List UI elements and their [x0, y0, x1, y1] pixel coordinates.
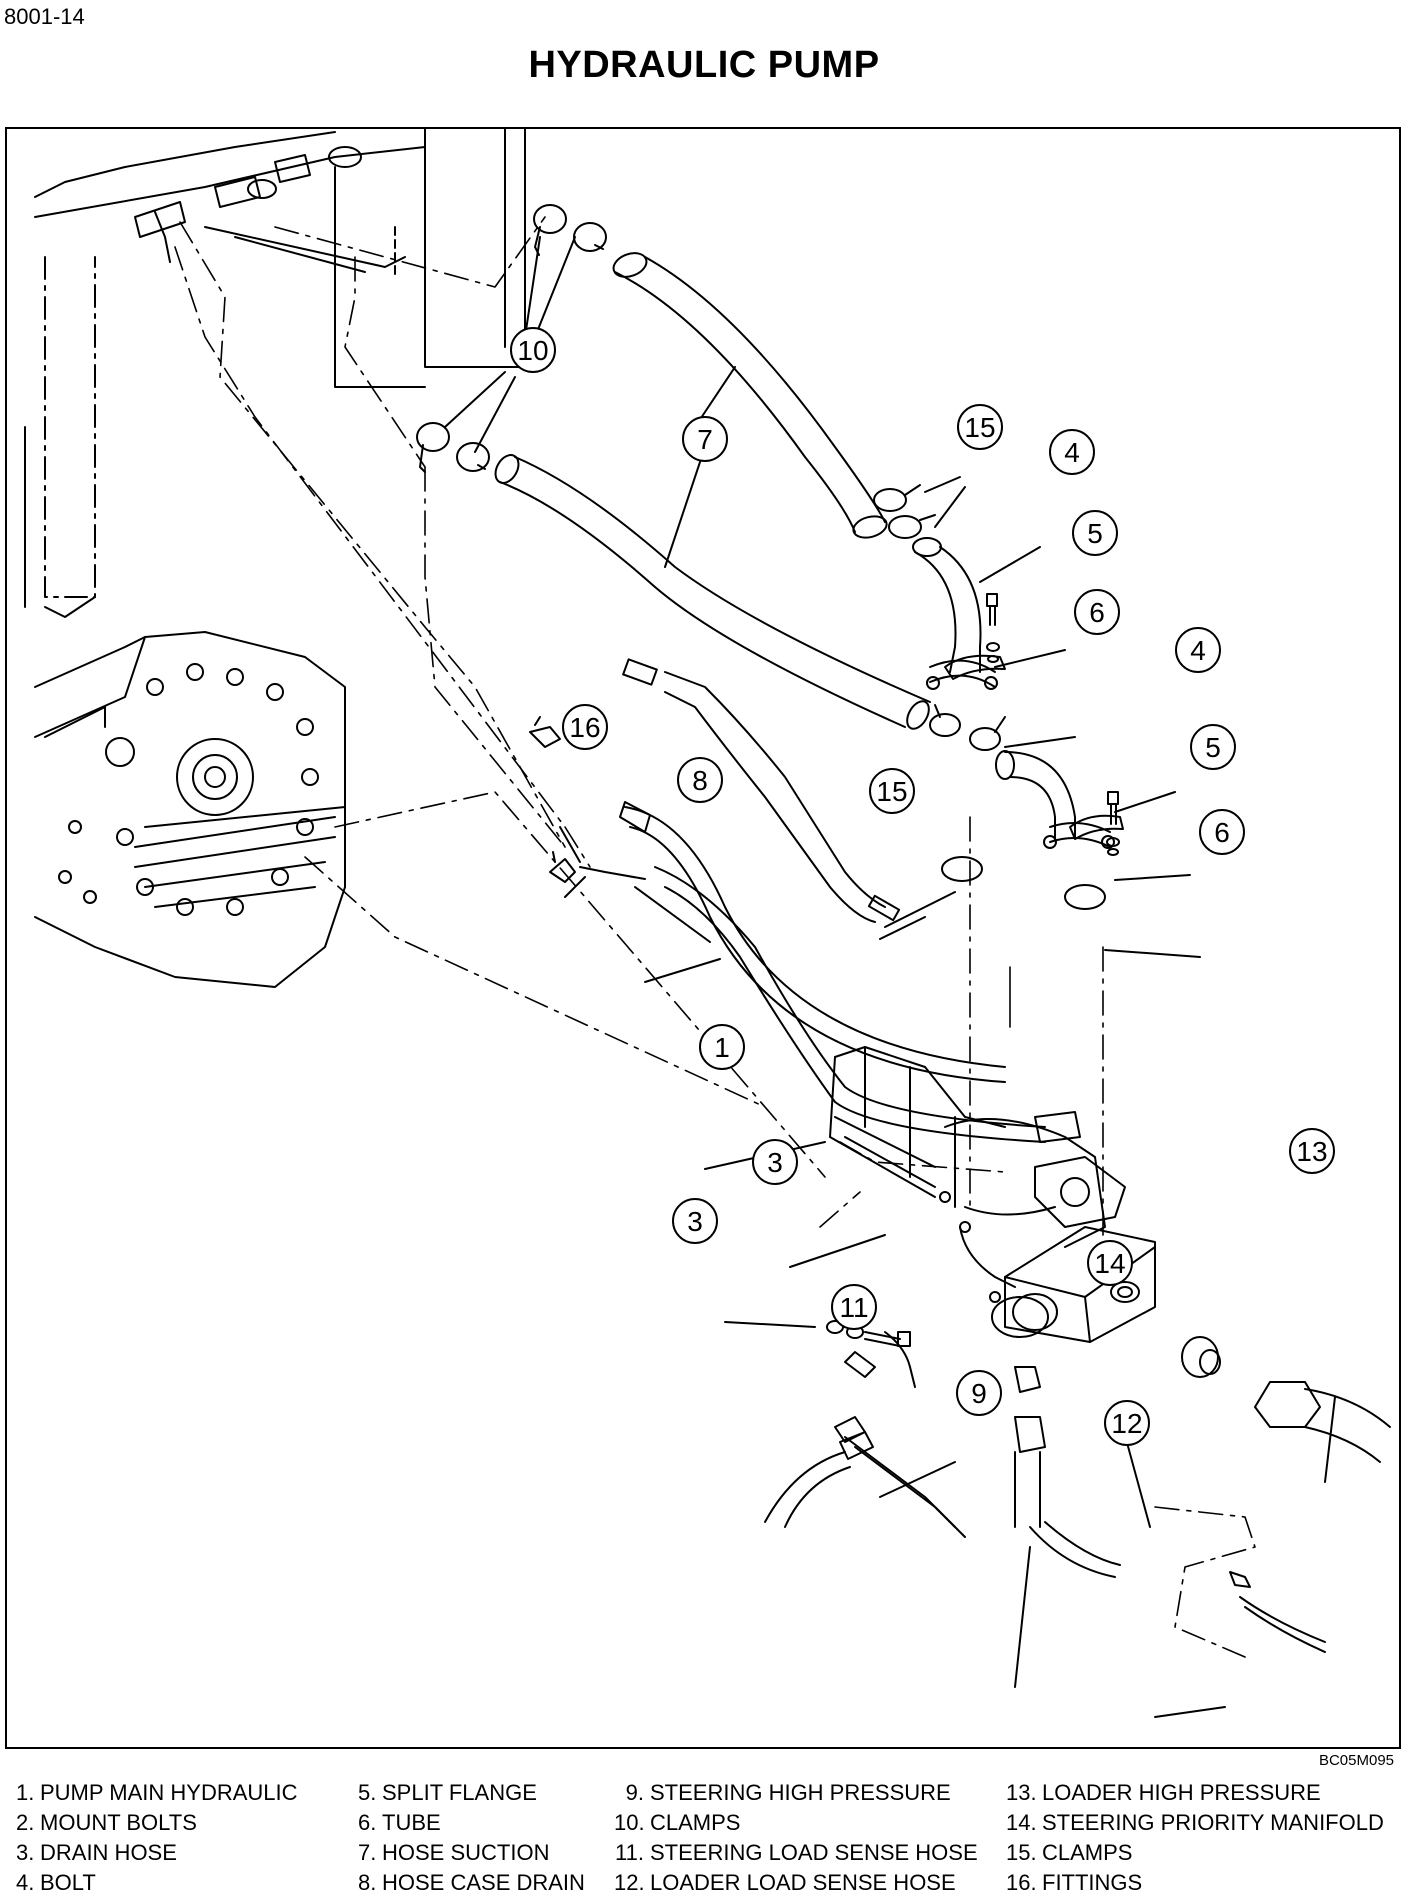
- svg-text:14: 14: [1094, 1248, 1125, 1279]
- callout-14: 14: [1087, 1240, 1133, 1286]
- legend-item: 16.FITTINGS: [1006, 1870, 1143, 1895]
- callout-2: 3: [752, 1139, 798, 1185]
- case-drain-hoses: [579, 658, 1081, 1143]
- svg-text:3: 3: [767, 1147, 783, 1178]
- legend-item: 8.HOSE CASE DRAIN: [358, 1870, 585, 1895]
- tube-6-lower: [941, 750, 1115, 910]
- parts-legend: 1.PUMP MAIN HYDRAULIC 2.MOUNT BOLTS 3.DR…: [16, 1778, 1396, 1895]
- callout-15b: 15: [869, 768, 915, 814]
- tube-6-upper: [912, 537, 998, 690]
- legend-column-3: 9.STEERING HIGH PRESSURE 10.CLAMPS 11.ST…: [614, 1778, 978, 1898]
- legend-item: 14.STEERING PRIORITY MANIFOLD: [1006, 1810, 1384, 1835]
- legend-item: 6.TUBE: [358, 1810, 441, 1835]
- callout-16: 16: [562, 704, 608, 750]
- leader-lines: [444, 236, 1336, 1718]
- bolts-4: [986, 593, 1120, 856]
- callout-8: 8: [677, 757, 723, 803]
- pump-body: [829, 1046, 1126, 1303]
- legend-item: 1.PUMP MAIN HYDRAULIC: [16, 1780, 298, 1805]
- legend-item: 5.SPLIT FLANGE: [358, 1780, 537, 1805]
- callout-5a: 5: [1072, 510, 1118, 556]
- svg-text:4: 4: [1064, 437, 1080, 468]
- page-id: 8001-14: [4, 4, 85, 29]
- callout-1: 1: [699, 1024, 745, 1070]
- legend-item: 4.BOLT: [16, 1870, 96, 1895]
- legend-column-1: 1.PUMP MAIN HYDRAULIC 2.MOUNT BOLTS 3.DR…: [16, 1778, 298, 1898]
- legend-item: 15.CLAMPS: [1006, 1840, 1133, 1865]
- steering-load-sense-hose: [834, 1331, 966, 1538]
- callout-13: 13: [1289, 1128, 1335, 1174]
- legend-item: 10.CLAMPS: [614, 1810, 741, 1835]
- diagram-frame: [5, 127, 1401, 1749]
- legend-item: 2.MOUNT BOLTS: [16, 1810, 197, 1835]
- callout-15a: 15: [957, 404, 1003, 450]
- clamps-10: [416, 204, 607, 473]
- callout-4a: 4: [1049, 429, 1095, 475]
- legend-item: 13.LOADER HIGH PRESSURE: [1006, 1780, 1321, 1805]
- priority-manifold: [991, 1226, 1156, 1343]
- callout-5b: 5: [1190, 724, 1236, 770]
- suction-hose-lower: [494, 454, 931, 730]
- svg-text:6: 6: [1089, 597, 1105, 628]
- callout-4b: 4: [1175, 627, 1221, 673]
- legend-column-4: 13.LOADER HIGH PRESSURE 14.STEERING PRIO…: [1006, 1778, 1384, 1898]
- legend-item: 3.DRAIN HOSE: [16, 1840, 177, 1865]
- fittings-16: [529, 716, 576, 883]
- legend-item: 12.LOADER LOAD SENSE HOSE: [614, 1870, 956, 1895]
- svg-text:3: 3: [687, 1206, 703, 1237]
- svg-text:4: 4: [1190, 635, 1206, 666]
- hydraulic-pump-diagram: 10 7 15 4 5 6 4 5 6 16 8 15 1 3 3 13 14 …: [24, 127, 1391, 1718]
- callout-9: 9: [956, 1370, 1002, 1416]
- legend-item: 7.HOSE SUCTION: [358, 1840, 550, 1865]
- callout-6b: 6: [1199, 809, 1245, 855]
- svg-text:12: 12: [1111, 1408, 1142, 1439]
- drain-hose: [764, 1431, 874, 1528]
- svg-text:11: 11: [839, 1292, 868, 1323]
- transmission-housing: [34, 631, 346, 988]
- svg-text:16: 16: [569, 712, 600, 743]
- chassis-frame: [24, 127, 526, 618]
- legend-item: 9.STEERING HIGH PRESSURE: [625, 1780, 951, 1805]
- svg-text:7: 7: [697, 424, 713, 455]
- callout-12: 12: [1104, 1400, 1150, 1446]
- svg-text:13: 13: [1296, 1136, 1327, 1167]
- split-flanges-5: [944, 654, 1124, 840]
- svg-text:1: 1: [714, 1032, 730, 1063]
- callout-10: 10: [510, 327, 556, 373]
- svg-text:6: 6: [1214, 817, 1230, 848]
- svg-text:5: 5: [1087, 518, 1103, 549]
- callouts: 10 7 15 4 5 6 4 5 6 16 8 15 1 3 3 13 14 …: [510, 327, 1335, 1446]
- suction-hose-upper: [612, 252, 888, 539]
- svg-text:15: 15: [876, 776, 907, 807]
- svg-text:9: 9: [971, 1378, 987, 1409]
- legend-item: 11.STEERING LOAD SENSE HOSE: [615, 1840, 978, 1865]
- callout-3: 3: [672, 1198, 718, 1244]
- page-title: HYDRAULIC PUMP: [528, 44, 880, 86]
- callout-11: 11: [831, 1284, 877, 1330]
- steering-high-pressure: [1014, 1366, 1121, 1578]
- figure-id: BC05M095: [1318, 1752, 1394, 1769]
- svg-text:10: 10: [517, 335, 548, 366]
- svg-text:8: 8: [692, 765, 708, 796]
- loader-load-sense-hose: [1229, 1571, 1326, 1653]
- loader-high-pressure: [1181, 1336, 1391, 1463]
- clamps-15: [873, 484, 1006, 751]
- legend-column-2: 5.SPLIT FLANGE 6.TUBE 7.HOSE SUCTION 8.H…: [358, 1778, 585, 1898]
- svg-text:5: 5: [1205, 732, 1221, 763]
- callout-7: 7: [682, 416, 728, 462]
- svg-text:15: 15: [964, 412, 995, 443]
- callout-6a: 6: [1074, 589, 1120, 635]
